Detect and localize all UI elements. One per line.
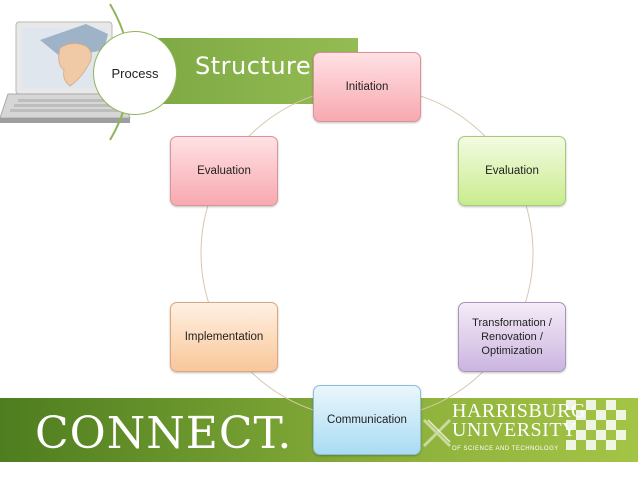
university-line1: HARRISBURG xyxy=(452,400,586,422)
title-structure: Structure xyxy=(195,52,312,80)
node-communication: Communication xyxy=(313,385,421,455)
harrisburg-x-logo xyxy=(422,418,452,448)
node-evaluation-right-label: Evaluation xyxy=(485,164,539,177)
university-line2: UNIVERSITY xyxy=(452,419,577,441)
node-initiation-label: Initiation xyxy=(345,80,389,93)
checker-pattern xyxy=(566,400,626,450)
laptop-hand-image xyxy=(0,21,131,123)
node-communication-label: Communication xyxy=(327,413,407,426)
node-initiation: Initiation xyxy=(313,52,421,122)
university-tagline: OF SCIENCE AND TECHNOLOGY xyxy=(452,446,559,452)
node-evaluation-left: Evaluation xyxy=(170,136,278,206)
connect-wordmark: CONNECT. xyxy=(35,408,293,459)
process-circle: Process xyxy=(93,31,177,115)
node-evaluation-right: Evaluation xyxy=(458,136,566,206)
node-implementation-label: Implementation xyxy=(184,330,264,343)
node-implementation: Implementation xyxy=(170,302,278,372)
node-transformation-label: Transformation / Renovation / Optimizati… xyxy=(472,316,552,358)
university-name: HARRISBURG UNIVERSITY xyxy=(452,400,586,441)
process-label: Process xyxy=(111,65,159,81)
node-evaluation-left-label: Evaluation xyxy=(197,164,251,177)
node-transformation: Transformation / Renovation / Optimizati… xyxy=(458,302,566,372)
